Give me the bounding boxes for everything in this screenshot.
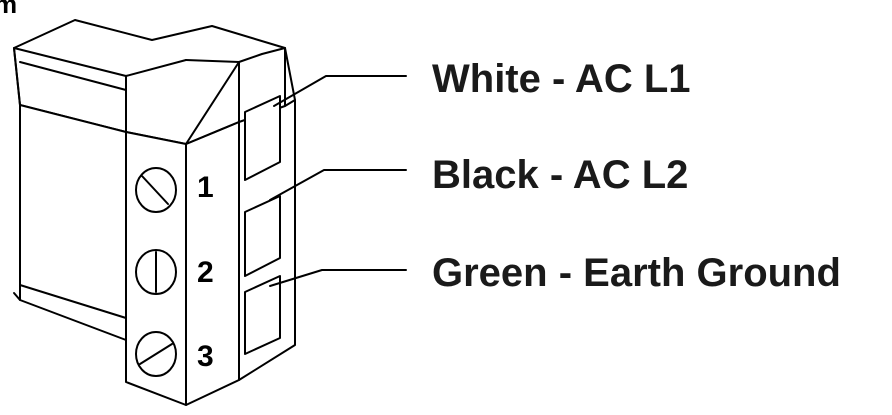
cropped-text: m bbox=[0, 0, 17, 19]
screw-3 bbox=[135, 331, 177, 377]
wire-entry-3 bbox=[244, 275, 281, 355]
connector-left-face bbox=[19, 104, 127, 341]
leader-line-3 bbox=[269, 269, 407, 287]
screw-2 bbox=[135, 249, 177, 295]
terminal-number-2: 2 bbox=[197, 256, 214, 289]
terminal-number-3: 3 bbox=[197, 340, 214, 373]
wire-label-white: White - AC L1 bbox=[432, 57, 691, 101]
wire-entry-1 bbox=[244, 95, 281, 181]
leader-line-1 bbox=[273, 75, 407, 107]
screw-1 bbox=[135, 167, 177, 213]
wire-label-black: Black - AC L2 bbox=[432, 153, 688, 197]
wire-label-green: Green - Earth Ground bbox=[432, 251, 841, 295]
leader-line-2 bbox=[269, 169, 407, 201]
terminal-number-1: 1 bbox=[197, 171, 214, 204]
wire-entry-2 bbox=[244, 195, 281, 277]
